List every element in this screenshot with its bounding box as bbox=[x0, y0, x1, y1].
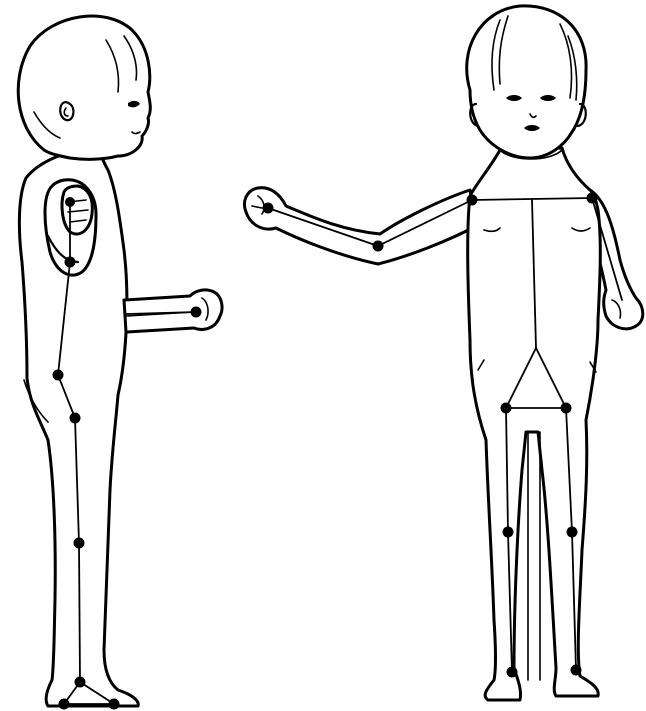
side-shoulder-joint bbox=[65, 197, 75, 207]
side-heel-joint bbox=[59, 699, 70, 710]
front-right-shoulder-joint bbox=[587, 193, 598, 204]
front-left-shoulder-joint bbox=[467, 195, 478, 206]
front-leg-gap bbox=[528, 432, 540, 680]
side-ankle-joint bbox=[75, 677, 86, 688]
side-toe-joint bbox=[109, 699, 120, 710]
front-extended-arm-outline bbox=[245, 188, 477, 264]
front-left-knee-joint bbox=[503, 527, 514, 538]
front-left-ankle-joint bbox=[507, 667, 518, 678]
front-head-outline bbox=[467, 6, 586, 158]
side-wrist-joint bbox=[191, 307, 202, 318]
front-view-child bbox=[245, 6, 643, 700]
front-right-hip-joint bbox=[561, 403, 572, 414]
side-forward-arm-outline bbox=[124, 290, 222, 332]
front-left-hip-joint bbox=[501, 403, 512, 414]
side-knee-upper-joint bbox=[70, 413, 81, 424]
front-right-ankle-joint bbox=[571, 665, 582, 676]
front-left-elbow-joint bbox=[373, 241, 384, 252]
side-hip-joint bbox=[53, 370, 64, 381]
side-head-outline bbox=[18, 16, 150, 159]
side-view-child bbox=[18, 16, 222, 709]
side-knee-joint bbox=[74, 538, 85, 549]
front-right-knee-joint bbox=[567, 527, 578, 538]
front-left-wrist-joint bbox=[263, 203, 274, 214]
side-elbow-joint bbox=[65, 257, 76, 268]
